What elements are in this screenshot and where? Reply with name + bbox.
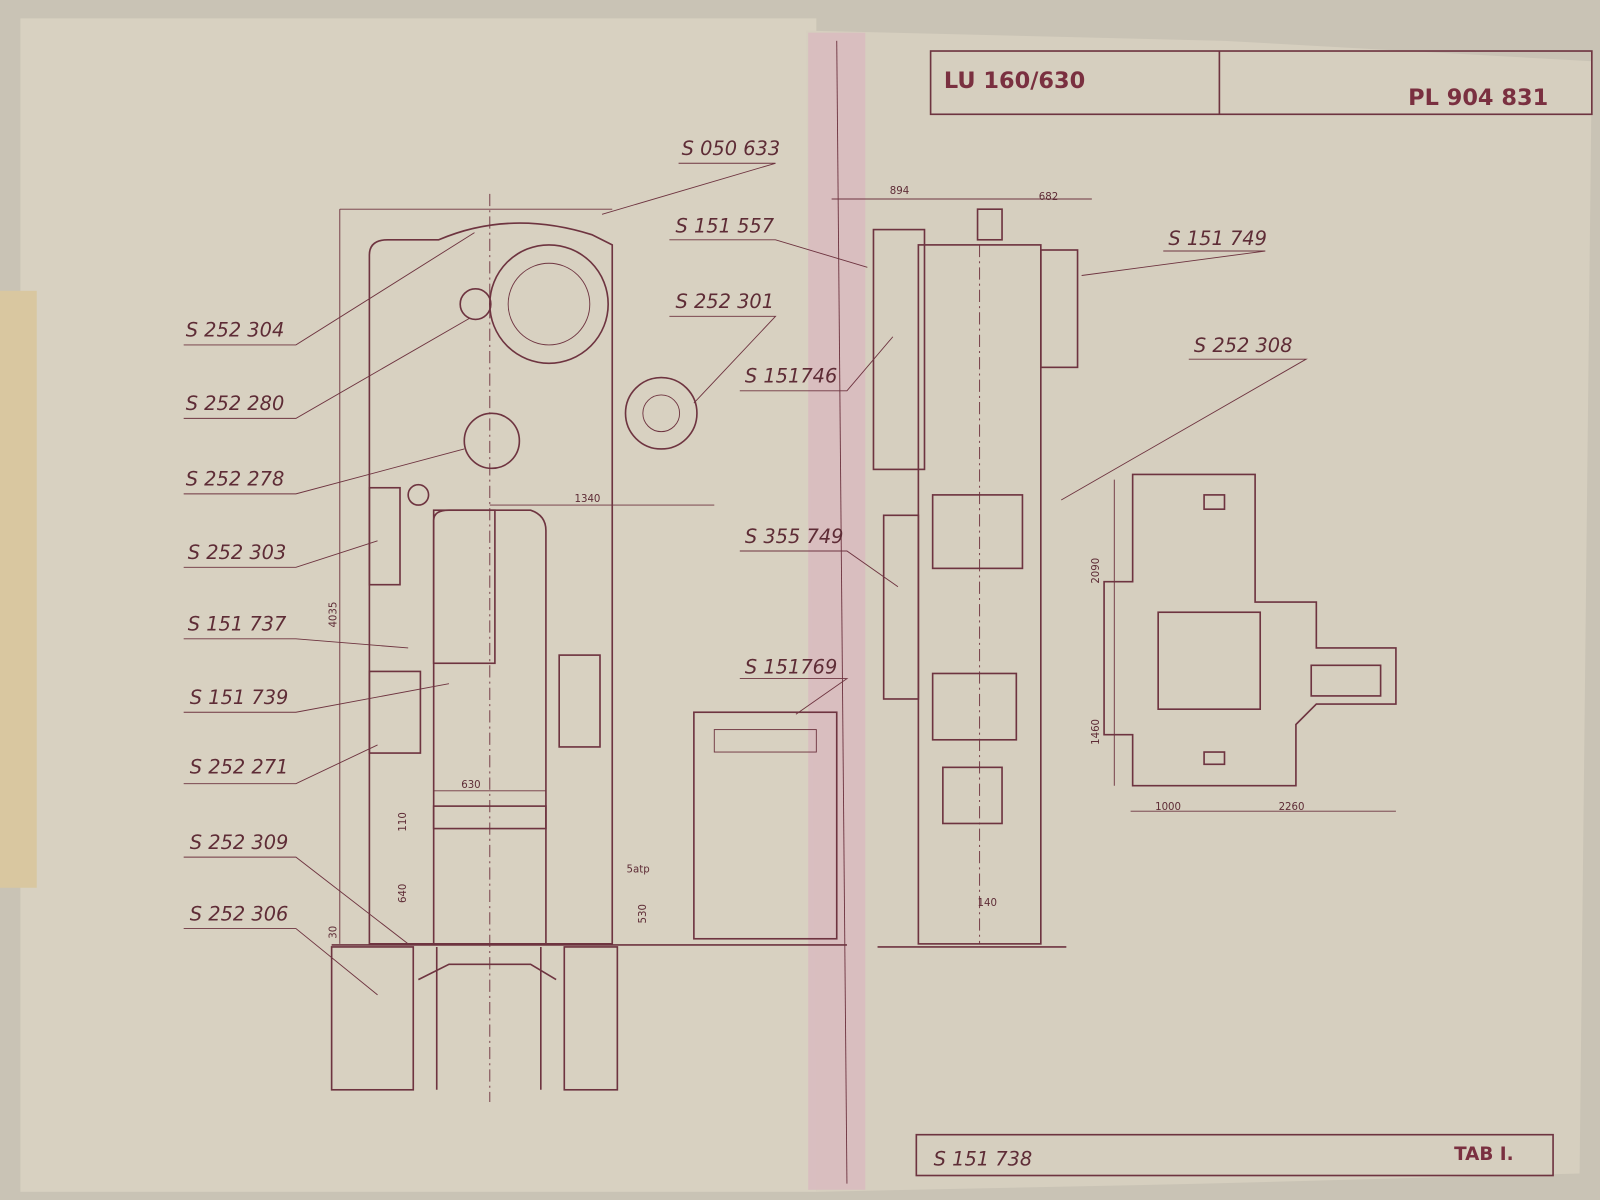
part-label: S 252 303 [188, 541, 287, 564]
dimension: 4035 [329, 602, 340, 628]
part-label: S 252 301 [676, 290, 775, 313]
part-label: S 151 739 [190, 686, 289, 709]
dimension: 110 [398, 812, 409, 831]
dimension: 640 [398, 884, 409, 903]
dimension: 2260 [1279, 802, 1305, 813]
part-label: S 355 749 [745, 525, 844, 548]
part-label: S 252 280 [186, 392, 285, 415]
dimension: 530 [638, 904, 649, 923]
dimension: 140 [978, 898, 997, 909]
front-view [330, 193, 847, 1103]
leader-lines [183, 162, 1308, 996]
part-label: S 252 271 [190, 755, 289, 778]
dimension: 5atp [627, 864, 650, 875]
part-label: S 252 304 [186, 319, 285, 342]
dimension: 2090 [1091, 558, 1102, 584]
dimension: 1000 [1155, 802, 1181, 813]
dimension: 30 [329, 926, 340, 939]
dimension: 682 [1039, 192, 1058, 203]
part-label: S 252 308 [1194, 334, 1293, 357]
part-label: S 252 278 [186, 468, 285, 491]
right-sheet [806, 30, 1592, 1192]
plan-view [1103, 473, 1397, 812]
fold-crease [808, 32, 866, 1190]
left-sheet [20, 18, 817, 1192]
side-view [831, 198, 1092, 948]
part-label: S 252 306 [190, 902, 289, 925]
part-label: S 151 749 [1168, 227, 1267, 250]
part-label: S 151 737 [188, 613, 287, 636]
part-label: S 151769 [745, 655, 837, 678]
model-label: LU 160/630 [944, 68, 1085, 94]
dimension: 630 [461, 780, 480, 791]
part-label: S 151746 [745, 365, 837, 388]
sheet-ref: S 151 738 [934, 1147, 1033, 1170]
dimension: 1340 [574, 494, 600, 505]
drawing-number: PL 904 831 [1408, 85, 1548, 111]
part-label: S 252 309 [190, 831, 289, 854]
left-edge-tab [0, 290, 37, 888]
part-label: S 050 633 [682, 137, 781, 160]
dimension: 1460 [1091, 719, 1102, 745]
tab-label: TAB I. [1454, 1144, 1514, 1165]
part-label: S 151 557 [676, 215, 775, 238]
dimension: 894 [890, 186, 909, 197]
title-block: LU 160/630 PL 904 831 S 151 738 TAB I. [915, 50, 1593, 1177]
